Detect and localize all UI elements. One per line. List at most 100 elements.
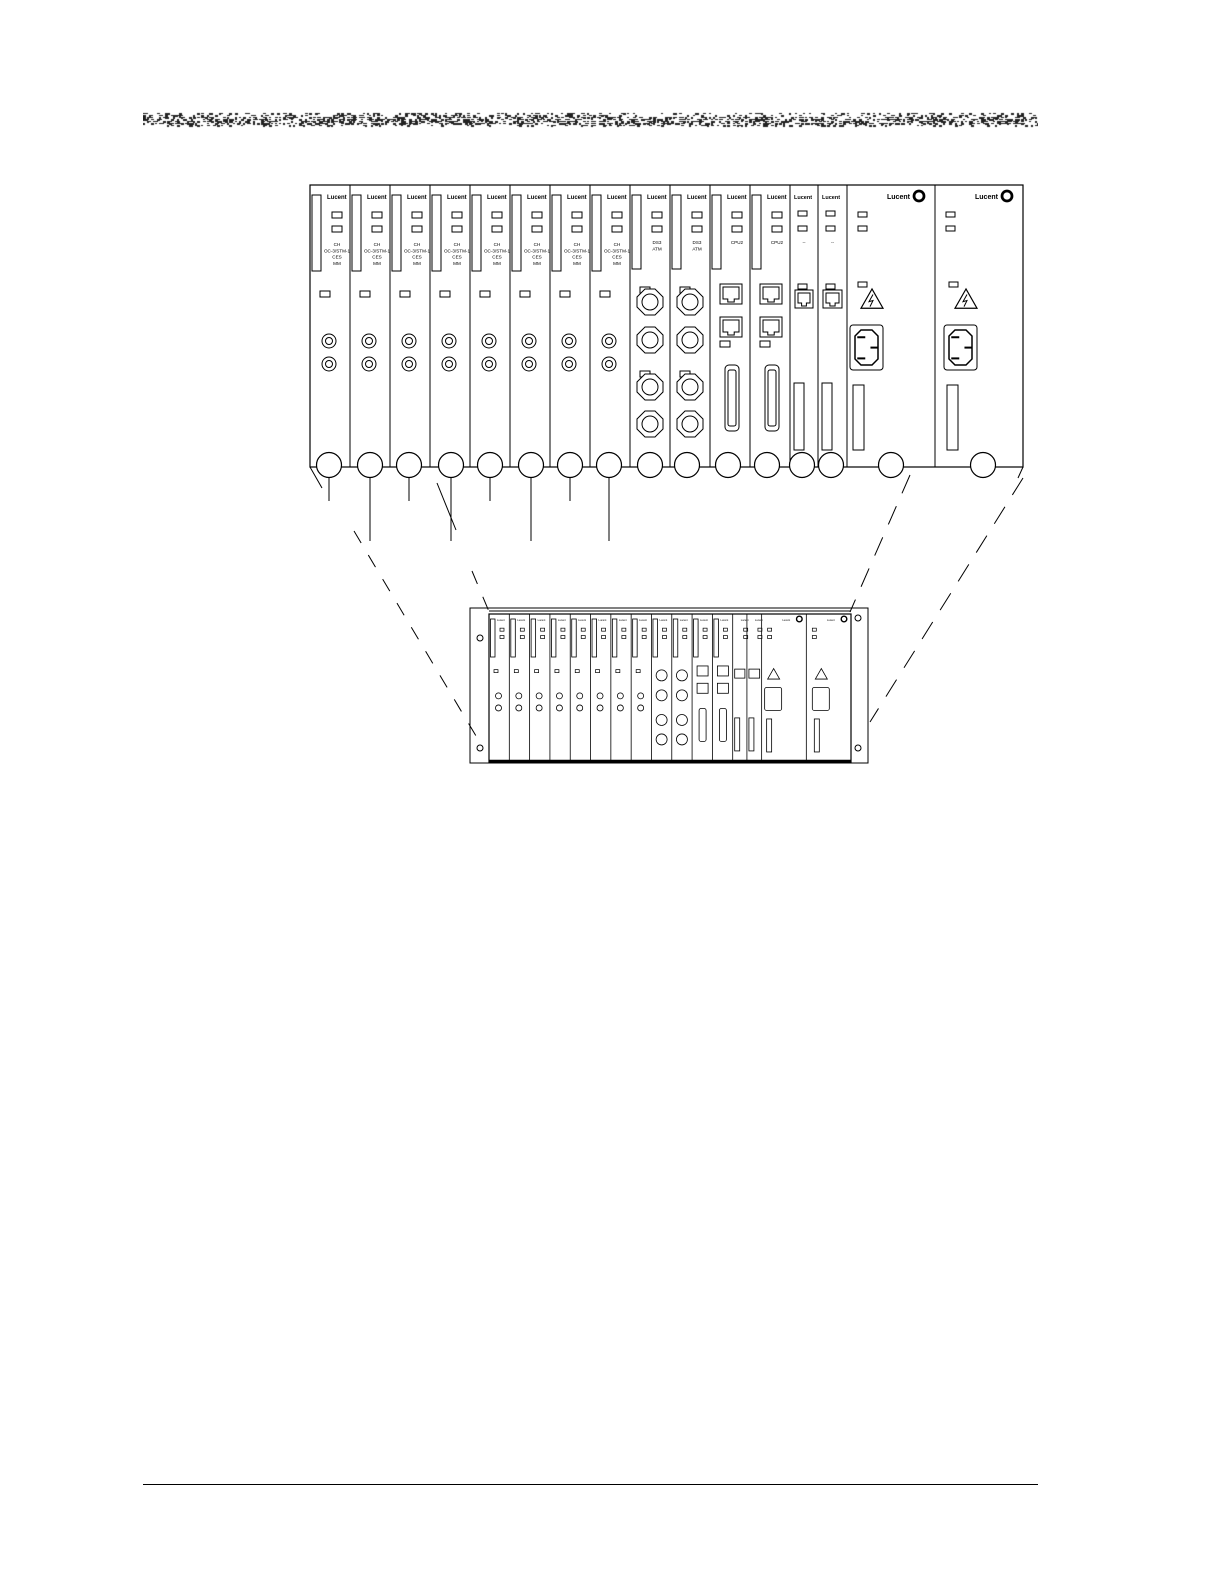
fiber-connector-icon [321,356,337,372]
mini-led [601,635,606,639]
mount-hole-icon [854,614,862,622]
brand-logo-text: Lucent [487,195,507,201]
mini-fiber-icon [515,704,523,712]
led-indicator [491,211,503,219]
mini-rj45-icon [716,682,729,694]
mini-fiber-icon [596,704,604,712]
card-ejector-latch [631,194,642,270]
card-ejector-latch [351,194,362,272]
card-label-text: CES [612,255,621,260]
db-connector-inner [727,369,737,427]
shelf-flare-right [1017,466,1024,479]
inlet-pin [857,336,866,339]
mini-brand-text: Lucent [720,618,728,622]
card-label-text: MM [493,261,501,266]
fiber-connector-icon [361,356,377,372]
mini-latch [591,618,597,658]
mini-rj45-icon [696,665,709,677]
card-ejector-latch [311,194,322,272]
fiber-connector-icon [441,333,457,349]
fiber-connector-icon [481,356,497,372]
rj45-port-slot [825,292,840,307]
bnc-connector-icon [636,326,664,354]
bnc-connector-inner [681,293,699,311]
mini-card-5: Lucent [569,614,586,761]
led-indicator [825,225,836,232]
mini-led [493,669,499,673]
mini-led [767,635,772,639]
card-label-text: CH [614,242,621,247]
brand-logo-text: Lucent [527,195,547,201]
card-label-text: CES [452,255,461,260]
led-indicator [651,211,663,219]
mini-led [534,669,539,673]
fiber-connector-core [325,337,333,345]
mini-latch [693,618,699,658]
bnc-connector-icon [676,288,704,316]
mini-card-6: Lucent [590,614,607,761]
mini-led [767,627,772,632]
card-label-text: DS3 [693,240,702,245]
power-inlet-socket [948,329,973,366]
card-label-text: CH [374,242,381,247]
led-indicator [531,225,543,233]
leader-line-diagonal [436,482,457,531]
mini-card-10: Lucent [671,614,688,761]
mini-latch [713,618,719,658]
bnc-connector-inner [641,378,659,396]
led-indicator [771,225,783,233]
mini-rj45-icon [734,668,746,679]
footer-rule [143,1484,1038,1485]
mini-fiber-icon [495,692,502,700]
led-indicator [571,225,583,233]
mini-slot [734,717,741,752]
led-indicator [371,211,383,219]
led-indicator [559,290,571,298]
mini-bnc-icon [655,669,668,682]
card-label-text: OC-3/STM-1 [524,248,550,253]
mini-brand-text: Lucent [827,618,835,622]
card-narrow-13: Lucent-- [789,185,814,467]
mini-brand-text: Lucent [639,618,647,622]
mini-db-icon [718,708,727,742]
callout-circle-icon [673,451,701,479]
brand-logo-text: Lucent [607,195,627,201]
led-indicator [411,211,423,219]
mount-hole-icon [476,634,484,642]
card-label-text: CES [532,255,541,260]
mini-inlet-icon [764,687,783,711]
mini-brand-text: Lucent [619,618,627,622]
zoom-line-right-inner [849,474,911,613]
mini-brand-text: Lucent [558,618,566,622]
mini-led [499,627,505,632]
lucent-logo-icon [912,189,926,203]
callout-lines [328,474,1024,747]
led-indicator [857,281,868,288]
mini-led [595,669,600,673]
mini-latch [530,618,537,658]
fiber-connector-core [485,360,493,368]
mini-card-8: Lucent [630,614,647,761]
mini-led [513,669,519,673]
fiber-connector-core [325,360,333,368]
mini-lucent-logo-icon [840,615,848,623]
callout-circle-icon [517,451,545,479]
led-indicator [857,225,868,232]
led-indicator [479,290,491,298]
mini-fiber-icon [576,692,584,700]
zoom-line-left-outer [353,530,483,747]
led-indicator [399,290,411,298]
enlarged-shelf: LucentCHOC-3/STM-1CESMMLucentCHOC-3/STM-… [309,184,1024,489]
brand-logo-text: Lucent [767,195,787,201]
card-ejector-latch [391,194,402,272]
db-connector-icon [724,364,740,432]
brand-logo-text: Lucent [727,195,747,201]
brand-logo-text: Lucent [407,195,427,201]
bnc-connector-icon [676,326,704,354]
mini-led [621,627,627,632]
mini-fiber-icon [637,704,645,712]
bnc-connector-icon [676,373,704,401]
mini-card-3: Lucent [529,614,546,761]
